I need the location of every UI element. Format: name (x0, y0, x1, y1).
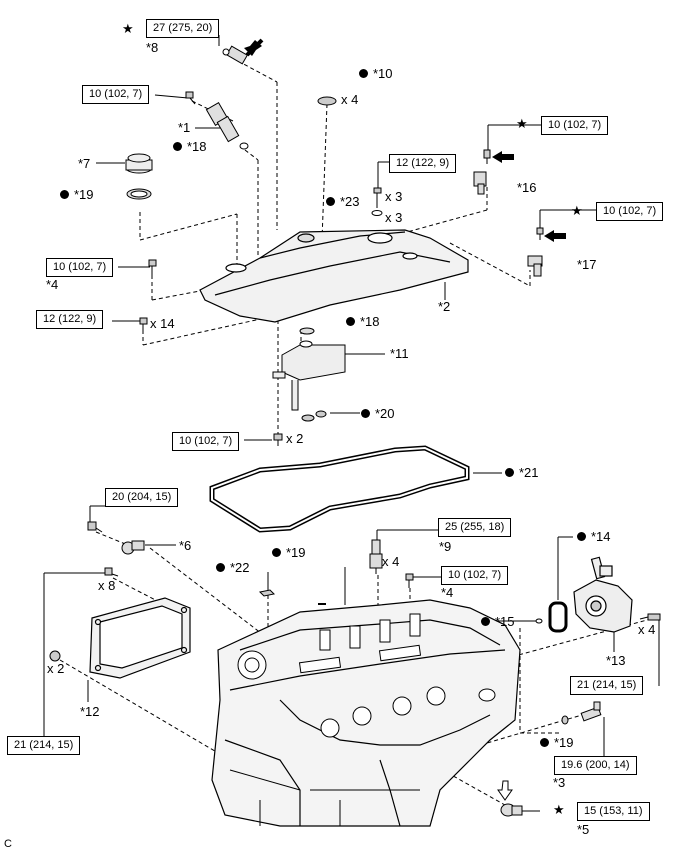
torque-spec-12: 21 (214, 15) (7, 736, 81, 755)
qty-10: x 4 (341, 92, 359, 107)
qty-12: x 2 (47, 661, 65, 676)
callout-22: *22 (216, 561, 250, 575)
callout-19-lower: *19 (540, 736, 574, 750)
callout-4-left: *4 (46, 277, 59, 292)
callout-14: *14 (577, 530, 611, 544)
qty-6: x 8 (98, 578, 116, 593)
torque-spec-5: 15 (153, 11) (577, 802, 650, 821)
torque-spec-4-left: 10 (102, 7) (46, 258, 114, 277)
callout-13: *13 (606, 653, 626, 668)
torque-spec-8: 27 (275, 20) (146, 19, 220, 38)
callout-15: *15 (481, 615, 515, 629)
torque-spec-cover-bolts: 10 (102, 7) (172, 432, 240, 451)
callout-2: *2 (438, 299, 451, 314)
bullet-icon (481, 617, 490, 626)
bullet-icon (346, 317, 355, 326)
qty-9: x 4 (382, 554, 400, 569)
bullet-icon (173, 142, 182, 151)
bullet-icon (359, 69, 368, 78)
callout-3: *3 (553, 775, 566, 790)
bullet-icon (540, 738, 549, 747)
callout-16: *16 (517, 180, 537, 195)
callout-11: *11 (390, 346, 409, 361)
figure-code: C (4, 838, 12, 850)
bullet-icon (60, 190, 69, 199)
qty-2: x 2 (286, 431, 304, 446)
torque-spec-top-left: 10 (102, 7) (82, 85, 150, 104)
torque-spec-6: 20 (204, 15) (105, 488, 179, 507)
qty-14: x 14 (150, 316, 175, 331)
torque-spec-16: 10 (102, 7) (541, 116, 609, 135)
qty-23-washer: x 3 (385, 210, 403, 225)
callout-12: *12 (80, 704, 100, 719)
star-mark: ★ (122, 21, 134, 36)
torque-spec-4-mid: 10 (102, 7) (441, 566, 509, 585)
bullet-icon (577, 532, 586, 541)
torque-spec-3: 19.6 (200, 14) (554, 756, 637, 775)
bullet-icon (505, 468, 514, 477)
bullet-icon (361, 409, 370, 418)
star-mark: ★ (516, 116, 528, 131)
torque-spec-23: 12 (122, 9) (389, 154, 457, 173)
torque-spec-13: 21 (214, 15) (570, 676, 644, 695)
torque-spec-17: 10 (102, 7) (596, 202, 664, 221)
torque-spec-9: 25 (255, 18) (438, 518, 512, 537)
star-mark: ★ (553, 802, 565, 817)
bullet-icon (272, 548, 281, 557)
callout-1: *1 (178, 120, 191, 135)
bullet-icon (216, 563, 225, 572)
callout-7: *7 (78, 156, 91, 171)
callout-6: *6 (179, 538, 192, 553)
star-mark: ★ (571, 203, 583, 218)
torque-spec-14-left: 12 (122, 9) (36, 310, 104, 329)
callout-8: *8 (146, 40, 159, 55)
callout-19-upper: *19 (60, 188, 94, 202)
bullet-icon (326, 197, 335, 206)
callout-9: *9 (439, 539, 452, 554)
callout-20: *20 (361, 407, 395, 421)
callout-5: *5 (577, 822, 590, 837)
callout-4-mid: *4 (441, 585, 454, 600)
qty-13: x 4 (638, 622, 656, 637)
qty-23-bolt: x 3 (385, 189, 403, 204)
callout-21: *21 (505, 466, 539, 480)
callout-17: *17 (577, 257, 597, 272)
callout-19-middle: *19 (272, 546, 306, 560)
callout-23: *23 (326, 195, 360, 209)
callout-18-upper: *18 (173, 140, 207, 154)
callout-10: *10 (359, 67, 393, 81)
callout-18-lower: *18 (346, 315, 380, 329)
